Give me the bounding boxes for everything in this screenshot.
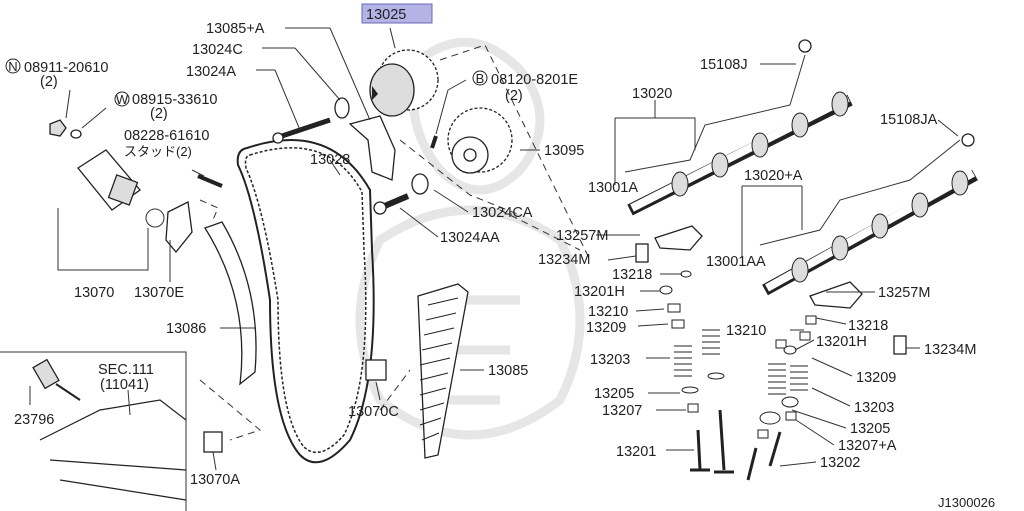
chain-guide-13086	[204, 221, 257, 386]
label-08120[interactable]: 08120-8201E	[491, 72, 578, 88]
valve-assembly	[659, 270, 817, 481]
label-08915[interactable]: 08915-33610	[132, 92, 217, 108]
label-13201H-b[interactable]: 13201H	[816, 334, 867, 350]
washer-08915	[70, 129, 82, 139]
label-13207A[interactable]: 13207+A	[838, 438, 897, 454]
label-13205-a[interactable]: 13205	[594, 386, 634, 402]
label-08120-qty: (2)	[505, 88, 523, 104]
label-13024A[interactable]: 13024A	[186, 64, 236, 80]
rocker-13257M-a	[654, 225, 703, 251]
label-13203-b[interactable]: 13203	[854, 400, 894, 416]
leader-lines	[29, 27, 959, 471]
label-13234M-a[interactable]: 13234M	[538, 252, 590, 268]
nut-08911	[49, 119, 67, 137]
label-13001AA[interactable]: 13001AA	[706, 254, 766, 270]
label-13207[interactable]: 13207	[602, 403, 642, 419]
label-13070A[interactable]: 13070A	[190, 472, 240, 488]
part-labels: 13025 13085+A 13024C 13024A 08911-20610 …	[14, 7, 995, 510]
stud-08228	[197, 174, 223, 188]
bracket-13028	[348, 115, 396, 181]
gasket-13070E	[165, 201, 193, 254]
adjuster-13234M-b	[893, 335, 907, 355]
label-13024C[interactable]: 13024C	[192, 42, 243, 58]
label-13234M-b[interactable]: 13234M	[924, 342, 976, 358]
label-13218-a[interactable]: 13218	[612, 267, 652, 283]
bolt-13024A	[272, 117, 331, 144]
chain-guide-13085	[417, 283, 469, 459]
label-13070[interactable]: 13070	[74, 285, 114, 301]
label-13209-b[interactable]: 13209	[856, 370, 896, 386]
label-08228-sub: スタッド(2)	[124, 144, 192, 159]
label-13085A[interactable]: 13085+A	[206, 21, 265, 37]
diagram-code: J1300026	[938, 495, 995, 510]
label-13210-b[interactable]: 13210	[726, 323, 766, 339]
label-13086[interactable]: 13086	[166, 321, 206, 337]
label-13203-a[interactable]: 13203	[590, 352, 630, 368]
label-sec-111[interactable]: SEC.111	[98, 362, 154, 378]
label-13070C[interactable]: 13070C	[348, 404, 399, 420]
chain-tensioner-13070	[77, 149, 165, 228]
rocker-13257M-b	[809, 281, 863, 309]
timing-chain-13028	[236, 139, 375, 464]
oil-pipe-15108JA	[759, 139, 961, 246]
washer-13024C	[334, 97, 350, 119]
label-13201[interactable]: 13201	[616, 444, 656, 460]
cylinder-head-inset	[0, 351, 187, 511]
label-13201H-a[interactable]: 13201H	[574, 284, 625, 300]
label-13095[interactable]: 13095	[544, 143, 584, 159]
cam-sprocket-13025	[369, 49, 439, 117]
label-13070E[interactable]: 13070E	[134, 285, 184, 301]
label-15108J[interactable]: 15108J	[700, 57, 748, 73]
label-13205-b[interactable]: 13205	[850, 421, 890, 437]
label-13020A[interactable]: 13020+A	[744, 168, 803, 184]
label-13257M-b[interactable]: 13257M	[878, 285, 930, 301]
bolt-13024AA	[373, 193, 410, 215]
label-13257M-a[interactable]: 13257M	[556, 228, 608, 244]
n-symbol: N	[8, 59, 17, 74]
b-symbol: B	[476, 71, 485, 86]
label-13085[interactable]: 13085	[488, 363, 528, 379]
label-13001A[interactable]: 13001A	[588, 180, 638, 196]
label-08911[interactable]: 08911-20610	[24, 60, 108, 76]
label-15108JA[interactable]: 15108JA	[880, 112, 938, 128]
label-08915-qty: (2)	[150, 106, 168, 122]
label-13025[interactable]: 13025	[366, 7, 406, 23]
washer-13024CA	[411, 173, 429, 195]
circled-symbols: N W B	[5, 58, 488, 107]
adjuster-13234M-a	[635, 243, 649, 263]
w-symbol: W	[116, 92, 129, 107]
camshaft-13001A	[627, 91, 853, 216]
idler-13070C	[365, 359, 387, 381]
label-13024AA[interactable]: 13024AA	[440, 230, 500, 246]
label-13024CA[interactable]: 13024CA	[472, 205, 533, 221]
label-13209-a[interactable]: 13209	[586, 320, 626, 336]
label-13218-b[interactable]: 13218	[848, 318, 888, 334]
label-23796[interactable]: 23796	[14, 412, 54, 428]
label-13028[interactable]: 13028	[310, 152, 350, 168]
part-highlight-13025[interactable]	[361, 3, 433, 24]
label-sec-ref: (11041)	[100, 377, 149, 393]
label-13020[interactable]: 13020	[632, 86, 672, 102]
oil-pipe-15108J	[624, 54, 806, 173]
bolt-08120	[430, 135, 438, 149]
cam-sprocket-13095	[447, 107, 513, 174]
label-13202[interactable]: 13202	[820, 455, 860, 471]
label-08911-qty: (2)	[40, 74, 58, 90]
label-13210-a[interactable]: 13210	[588, 304, 628, 320]
label-08228[interactable]: 08228-61610	[124, 128, 209, 144]
idler-13070A	[203, 431, 223, 453]
camshaft-13001AA	[762, 169, 978, 296]
reference-dashes	[199, 44, 591, 441]
